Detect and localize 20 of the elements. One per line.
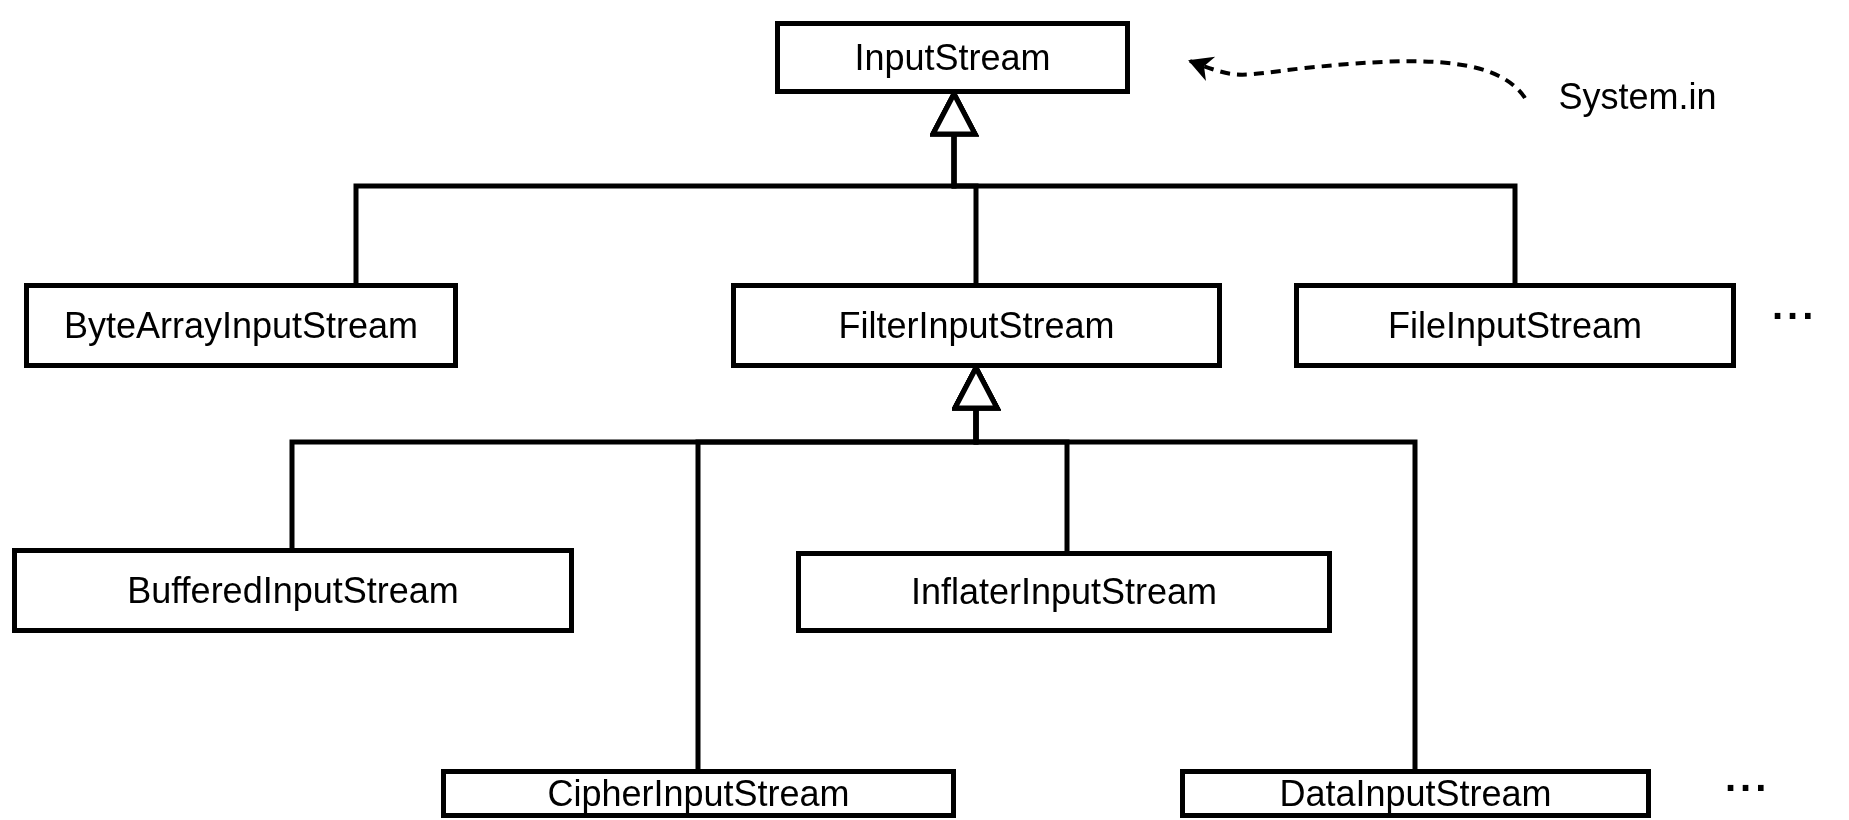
class-box	[731, 283, 1222, 368]
class-box	[12, 548, 574, 633]
class-name: FileInputStream	[1387, 304, 1643, 347]
annotation-text: System.in	[1558, 76, 1717, 118]
class-box	[1180, 769, 1651, 818]
class-box	[441, 769, 956, 818]
class-box	[775, 21, 1130, 94]
class-name: InputStream	[854, 36, 1051, 79]
ellipsis-text: ...	[1772, 283, 1818, 328]
class-box	[24, 283, 458, 368]
dashed-arrow	[1188, 56, 1527, 100]
class-box	[1294, 283, 1736, 368]
class-name: InflaterInputStream	[910, 571, 1218, 613]
ellipsis-text: ...	[1725, 755, 1771, 800]
class-name: BufferedInputStream	[127, 569, 459, 612]
class-name: FilterInputStream	[838, 304, 1115, 347]
class-name: CipherInputStream	[547, 772, 850, 815]
class-name: DataInputStream	[1279, 772, 1552, 815]
class-box	[796, 551, 1332, 633]
class-name: ByteArrayInputStream	[63, 304, 419, 347]
